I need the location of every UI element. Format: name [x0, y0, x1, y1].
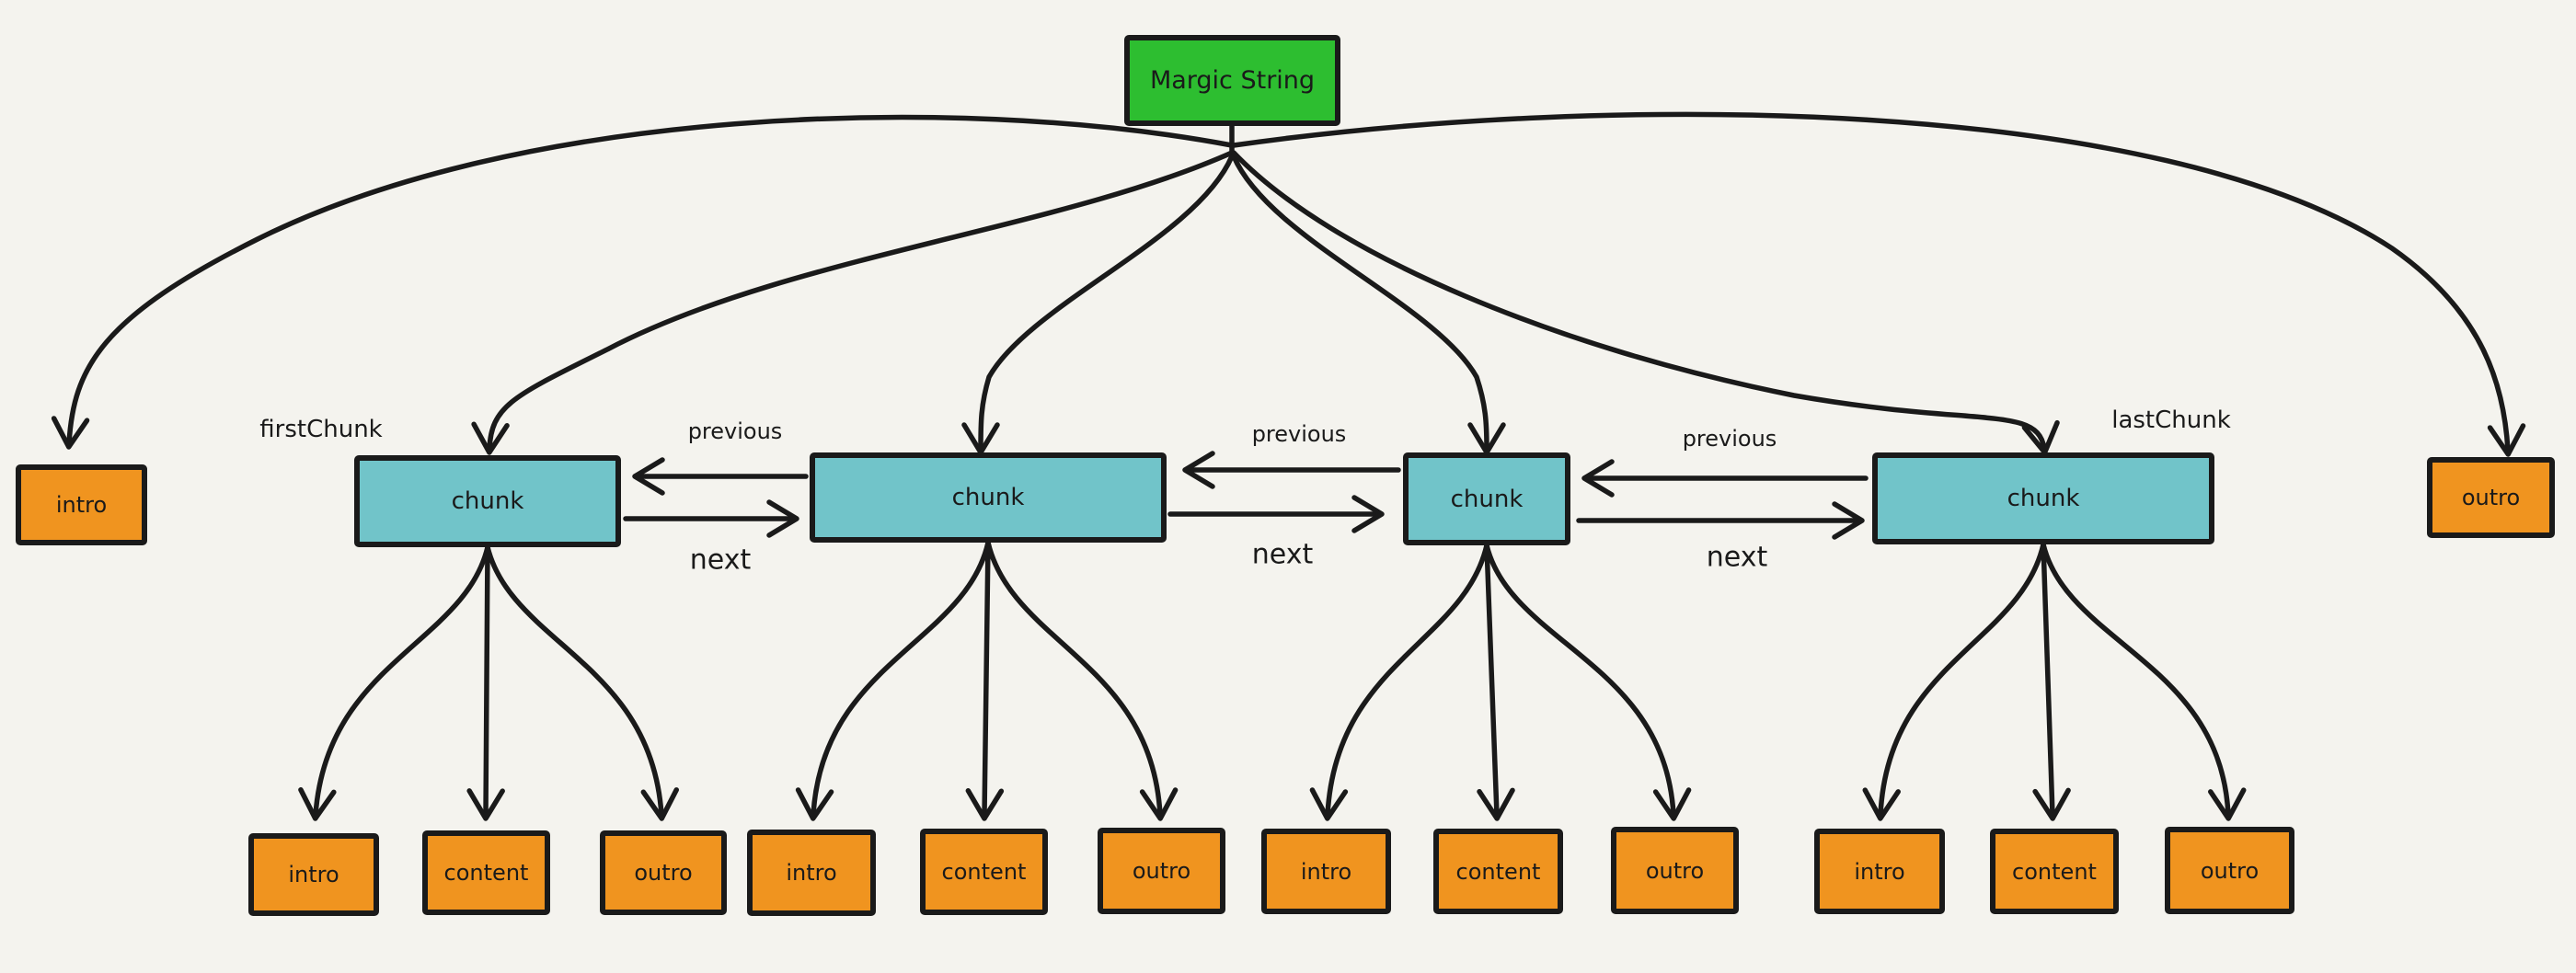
edge-chunk3-to-content	[1477, 543, 1515, 821]
node-tail-outro: outro	[2427, 457, 2555, 538]
node-chunk-3-label: chunk	[1450, 485, 1524, 513]
edge-chunk2-to-outro	[985, 540, 1179, 821]
annotation-last-chunk: lastChunk	[2111, 406, 2231, 434]
node-head-intro-label: intro	[55, 492, 108, 518]
edge-root-to-chunk1	[471, 150, 1235, 455]
label-next-2: next	[1251, 538, 1314, 571]
node-chunk-4: chunk	[1872, 452, 2214, 544]
edge-chunk4-to-content	[2032, 542, 2071, 821]
edge-root-to-chunk2	[961, 154, 1235, 455]
edge-chunk1-to-intro	[298, 544, 490, 821]
node-margic-string: Margic String	[1124, 35, 1340, 126]
node-chunk-2: chunk	[810, 452, 1167, 543]
node-chunk1-intro-label: intro	[288, 862, 339, 887]
edge-chunk3-to-intro	[1309, 543, 1489, 821]
node-chunk4-content: content	[1990, 829, 2119, 914]
node-chunk2-outro: outro	[1098, 828, 1225, 914]
node-chunk3-intro: intro	[1261, 829, 1391, 914]
edge-chunk2-to-intro	[795, 540, 991, 821]
node-chunk-1-label: chunk	[451, 487, 524, 515]
edge-root-to-chunk4	[1231, 150, 2060, 455]
label-next-1: next	[689, 544, 752, 577]
annotation-first-chunk: firstChunk	[259, 416, 383, 443]
node-chunk3-intro-label: intro	[1300, 858, 1352, 885]
node-chunk4-intro: intro	[1814, 829, 1945, 914]
edge-chunk2-to-content	[965, 540, 1005, 821]
node-chunk4-intro-label: intro	[1854, 858, 1905, 885]
node-chunk2-outro-label: outro	[1132, 858, 1191, 884]
node-chunk4-outro: outro	[2165, 827, 2294, 914]
node-tail-outro-label: outro	[2461, 485, 2521, 510]
node-chunk2-intro-label: intro	[786, 860, 837, 886]
node-chunk1-outro: outro	[600, 830, 727, 915]
edge-root-to-chunk3	[1231, 154, 1506, 455]
node-chunk4-outro-label: outro	[2200, 857, 2260, 884]
node-chunk4-content-label: content	[2012, 858, 2097, 885]
label-previous-3: previous	[1682, 426, 1777, 452]
node-chunk1-outro-label: outro	[634, 860, 693, 886]
edge-chunk4-to-outro	[2041, 542, 2247, 821]
edge-chunk1-to-outro	[485, 544, 679, 821]
label-previous-1: previous	[687, 418, 783, 444]
node-chunk3-content-label: content	[1455, 858, 1541, 885]
node-chunk3-outro-label: outro	[1645, 857, 1705, 884]
edge-chunk3-to-outro	[1484, 543, 1692, 821]
node-chunk-2-label: chunk	[951, 484, 1025, 511]
node-chunk3-content: content	[1433, 829, 1563, 914]
edge-chunk4-to-intro	[1862, 542, 2046, 821]
node-chunk3-outro: outro	[1611, 827, 1739, 914]
node-chunk2-intro: intro	[747, 830, 876, 916]
node-chunk-1: chunk	[354, 455, 621, 547]
edge-root-to-tail-outro	[1231, 111, 2526, 457]
node-chunk1-intro: intro	[248, 833, 379, 916]
label-next-3: next	[1706, 541, 1768, 574]
edge-root-to-head-intro	[51, 114, 1235, 450]
node-margic-string-label: Margic String	[1149, 66, 1316, 95]
node-head-intro: intro	[16, 464, 147, 545]
node-chunk2-content: content	[920, 829, 1048, 915]
node-chunk2-content-label: content	[941, 859, 1027, 885]
node-chunk1-content: content	[422, 830, 550, 915]
edge-chunk1-to-content	[466, 544, 505, 821]
node-chunk-3: chunk	[1403, 452, 1570, 545]
label-previous-2: previous	[1251, 421, 1347, 447]
node-chunk1-content-label: content	[443, 860, 529, 886]
node-chunk-4-label: chunk	[2007, 485, 2080, 512]
